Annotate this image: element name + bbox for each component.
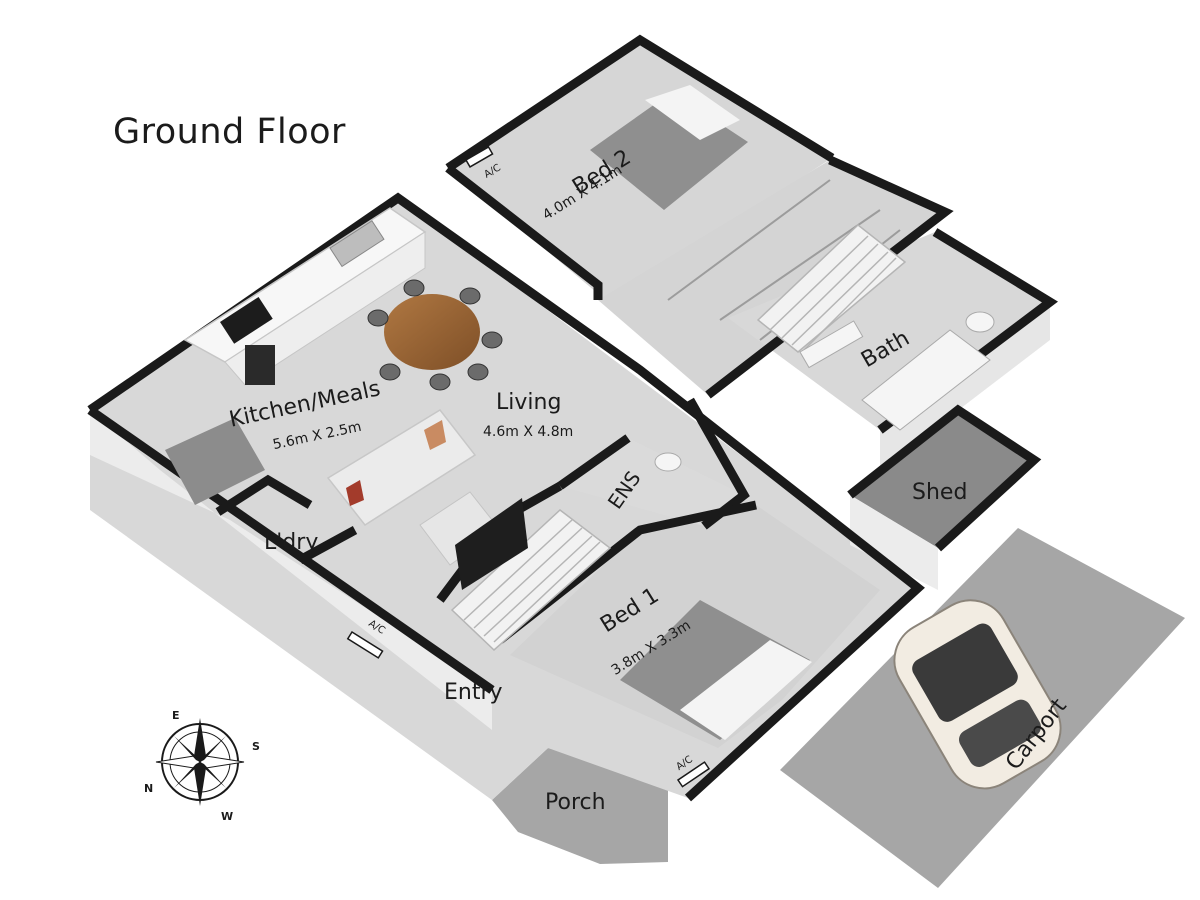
room-name-porch: Porch — [545, 790, 606, 815]
oven — [245, 345, 275, 385]
cushion-orange — [424, 420, 446, 450]
shed-wall-face — [850, 495, 938, 590]
lower-stairs — [450, 509, 612, 652]
ens-toilet — [654, 452, 682, 472]
ens-floor — [560, 438, 744, 526]
dining-table — [384, 294, 480, 370]
ac-units — [346, 145, 711, 788]
cooktop — [220, 296, 273, 344]
toilet — [965, 311, 995, 333]
room-name-laundry: L'dry — [264, 530, 319, 555]
bath-floor — [728, 232, 1050, 430]
bath-wall-face — [880, 302, 1050, 470]
bed1-bed — [620, 600, 810, 740]
front-wall-face — [90, 410, 492, 730]
bed2-pillows — [645, 85, 740, 140]
compass-letter-s: S — [252, 740, 260, 753]
vanity — [799, 320, 864, 369]
dining-chairs — [367, 279, 503, 391]
compass-letter-w: W — [221, 810, 234, 823]
bathtub — [861, 329, 991, 431]
shed-floor — [850, 410, 1034, 548]
porch-slab — [492, 748, 668, 864]
car — [893, 599, 1062, 790]
compass-letter-e: E — [172, 709, 180, 722]
sink — [329, 220, 385, 268]
island-bench — [165, 418, 265, 505]
bed1-throw — [680, 640, 812, 740]
compass-letter-n: N — [144, 782, 154, 795]
room-name-entry: Entry — [444, 680, 503, 705]
floor-title: Ground Floor — [113, 112, 346, 152]
room-dims-living: 4.6m X 4.8m — [483, 424, 574, 440]
tv-unit — [455, 498, 528, 590]
upper-stairs — [756, 224, 907, 353]
hall-floor — [598, 160, 945, 395]
room-name-shed: Shed — [912, 480, 968, 505]
compass-rose — [155, 718, 245, 806]
room-name-living: Living — [496, 390, 562, 415]
cushion-red — [346, 480, 364, 506]
